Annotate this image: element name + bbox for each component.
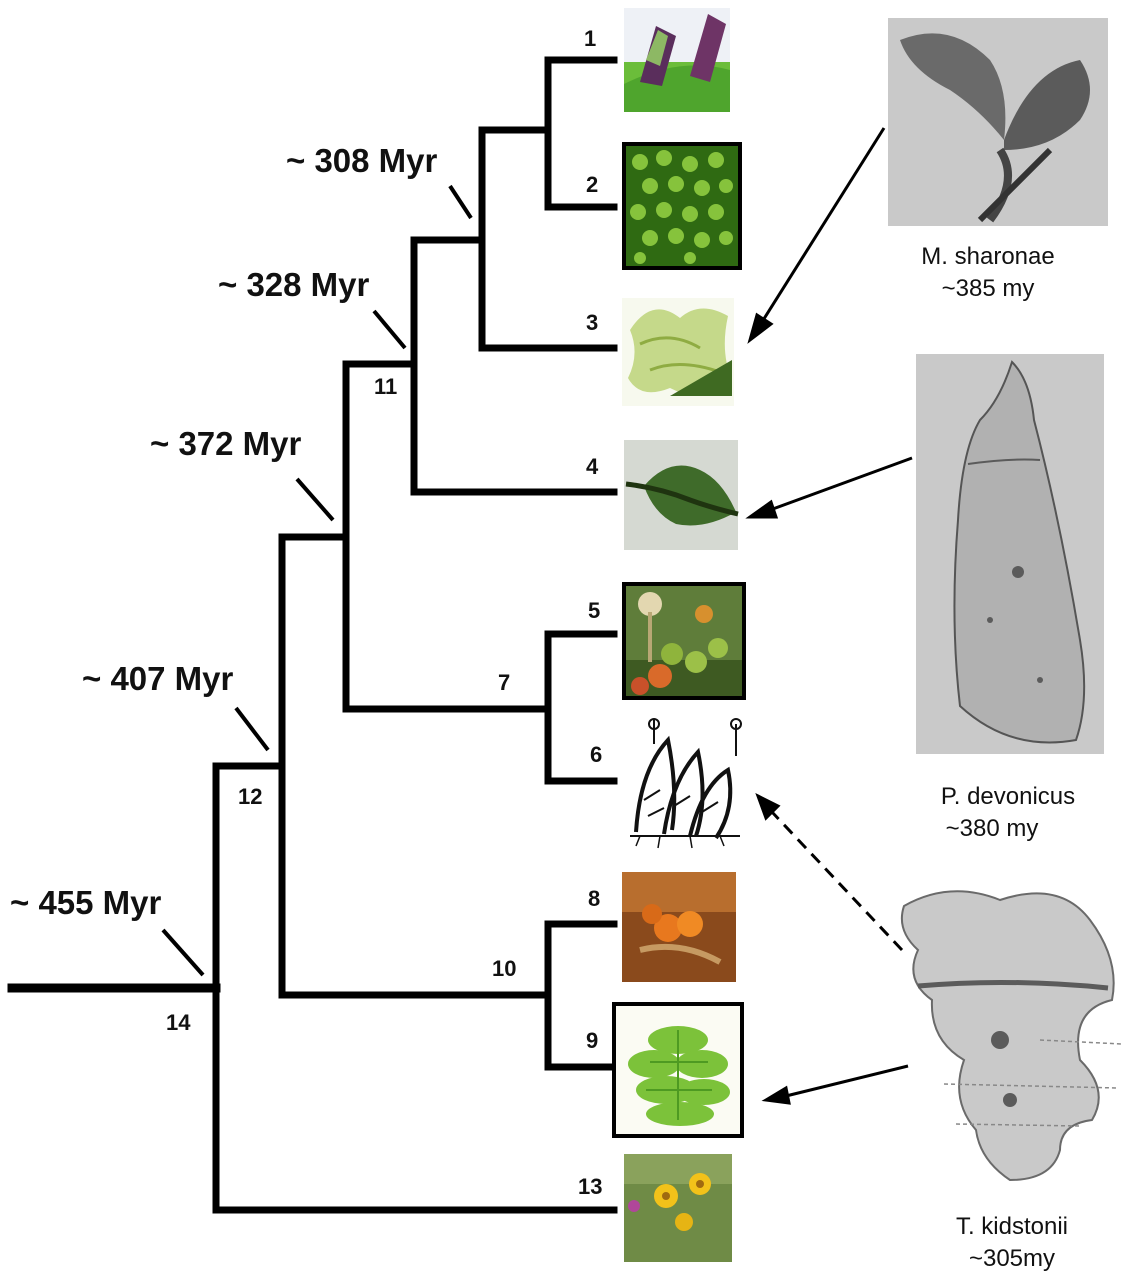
fossil-name-m-sharonae: M. sharonae [921, 243, 1054, 270]
taxon-number-4: 4 [586, 454, 599, 479]
taxon-image-1 [624, 8, 730, 112]
arrow-p-devonicus [770, 458, 912, 510]
age-label-372: ~ 372 Myr [150, 425, 302, 462]
pointer-407 [236, 708, 268, 750]
taxon-number-9: 9 [586, 1028, 598, 1053]
arrow-t-kidstonii-dashed [772, 812, 902, 950]
arrowhead-t-kidstonii [766, 1088, 789, 1103]
fossil-image-m-sharonae [888, 18, 1108, 226]
taxon-number-1: 1 [584, 26, 596, 51]
taxon-number-13: 13 [578, 1174, 602, 1199]
node-number-11: 11 [374, 374, 397, 399]
arrowhead-m-sharonae [750, 315, 771, 340]
taxon-number-3: 3 [586, 310, 598, 335]
taxon-image-13 [624, 1154, 732, 1262]
taxon-image-5 [624, 584, 744, 698]
pointer-308 [450, 186, 471, 218]
fossil-name-t-kidstonii: T. kidstonii [956, 1213, 1068, 1240]
node-number-10: 10 [492, 956, 516, 981]
age-label-407: ~ 407 Myr [82, 660, 234, 697]
age-label-455: ~ 455 Myr [10, 884, 162, 921]
taxon-image-6 [630, 719, 741, 848]
taxon-image-2 [624, 144, 740, 268]
taxon-image-3 [622, 298, 734, 406]
taxon-number-2: 2 [586, 172, 598, 197]
arrow-t-kidstonii [786, 1066, 908, 1096]
taxon-number-6: 6 [590, 742, 602, 767]
pointer-328 [374, 311, 405, 348]
phylogenetic-tree [12, 60, 614, 1210]
taxon-image-4 [624, 440, 738, 550]
fossil-image-p-devonicus [916, 354, 1104, 754]
pointer-372 [297, 479, 333, 520]
fossil-age-p-devonicus: ~380 my [946, 815, 1039, 842]
fossil-arrows [750, 128, 912, 1103]
age-label-328: ~ 328 Myr [218, 266, 370, 303]
age-pointers [163, 186, 471, 975]
taxon-number-8: 8 [588, 886, 600, 911]
taxon-image-9 [614, 1004, 742, 1136]
arrow-m-sharonae [762, 128, 884, 322]
fossil-image-t-kidstonii [902, 891, 1122, 1180]
node-number-12: 12 [238, 784, 262, 809]
taxon-number-5: 5 [588, 598, 600, 623]
node-number-14: 14 [166, 1010, 191, 1035]
fossil-age-m-sharonae: ~385 my [942, 275, 1035, 302]
taxon-image-8 [622, 872, 736, 982]
pointer-455 [163, 930, 203, 975]
arrowhead-p-devonicus [750, 502, 776, 517]
node-number-7: 7 [498, 670, 510, 695]
fossil-age-t-kidstonii: ~305my [969, 1245, 1055, 1272]
age-label-308: ~ 308 Myr [286, 142, 438, 179]
fossil-name-p-devonicus: P. devonicus [941, 783, 1075, 810]
